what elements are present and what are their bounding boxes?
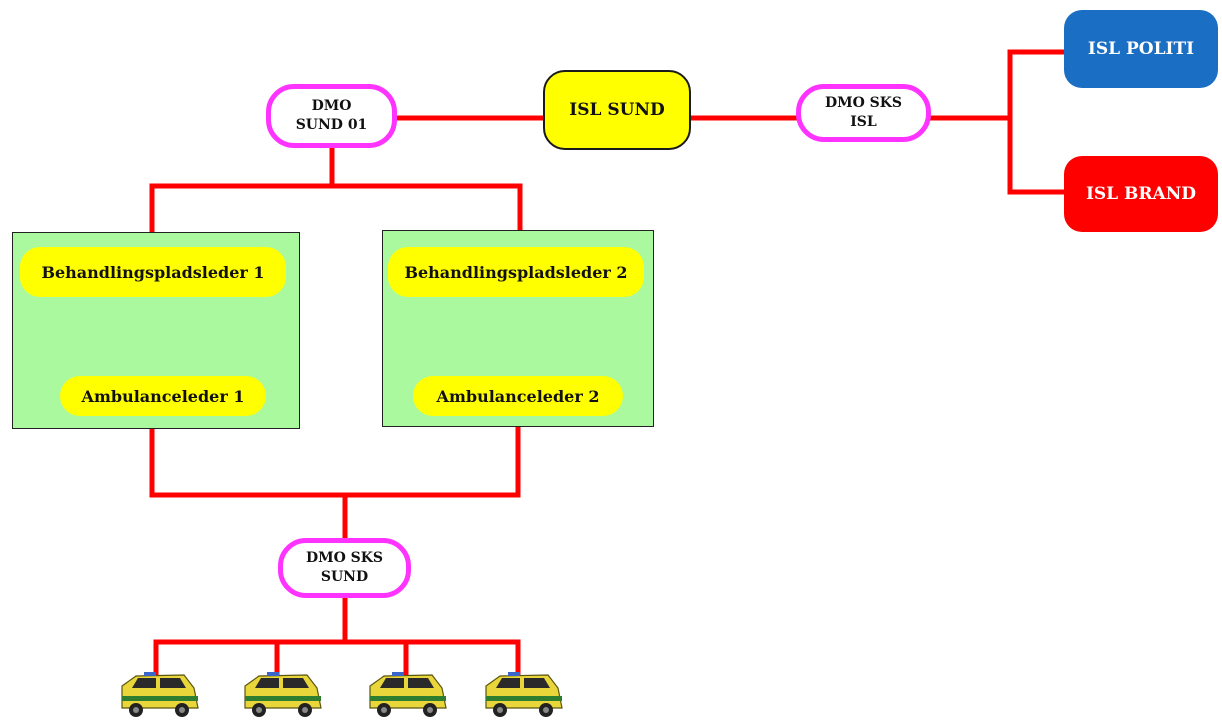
isl-politi-node[interactable]: ISL POLITI: [1064, 10, 1218, 88]
isl-politi-label: ISL POLITI: [1087, 39, 1195, 59]
ambulance-icon: [369, 672, 447, 717]
behandlingspladsleder-2-label: Behandlingspladsleder 2: [404, 262, 628, 282]
dmo-sund-01-line1: DMO: [311, 98, 352, 115]
behandlingspladsleder-2-node[interactable]: Behandlingspladsleder 2: [388, 247, 644, 297]
isl-brand-label: ISL BRAND: [1085, 184, 1197, 204]
dmo-sks-sund-node[interactable]: DMO SKS SUND: [278, 538, 411, 598]
isl-sund-node[interactable]: ISL SUND: [543, 70, 691, 150]
ambulanceleder-2-node[interactable]: Ambulanceleder 2: [413, 376, 623, 416]
dmo-sks-sund-line2: SUND: [320, 569, 369, 585]
isl-sund-label: ISL SUND: [569, 100, 665, 120]
ambulanceleder-1-node[interactable]: Ambulanceleder 1: [60, 376, 266, 416]
ambulance-icon: [485, 672, 563, 717]
behandlingspladsleder-1-node[interactable]: Behandlingspladsleder 1: [20, 247, 286, 297]
dmo-sund-01-node[interactable]: DMO SUND 01: [266, 84, 397, 148]
isl-brand-node[interactable]: ISL BRAND: [1064, 156, 1218, 232]
behandlingspladsleder-1-label: Behandlingspladsleder 1: [41, 262, 265, 282]
dmo-sks-isl-line2: ISL: [850, 114, 877, 130]
dmo-sks-isl-line1: DMO SKS: [824, 95, 903, 112]
ambulance-icon: [244, 672, 322, 717]
dmo-sks-isl-node[interactable]: DMO SKS ISL: [796, 84, 931, 142]
dmo-sks-sund-line1: DMO SKS: [305, 550, 384, 567]
ambulanceleder-2-label: Ambulanceleder 2: [436, 386, 600, 406]
dmo-sund-01-line2: SUND 01: [295, 117, 368, 133]
ambulance-icon: [121, 672, 199, 717]
ambulanceleder-1-label: Ambulanceleder 1: [81, 386, 245, 406]
